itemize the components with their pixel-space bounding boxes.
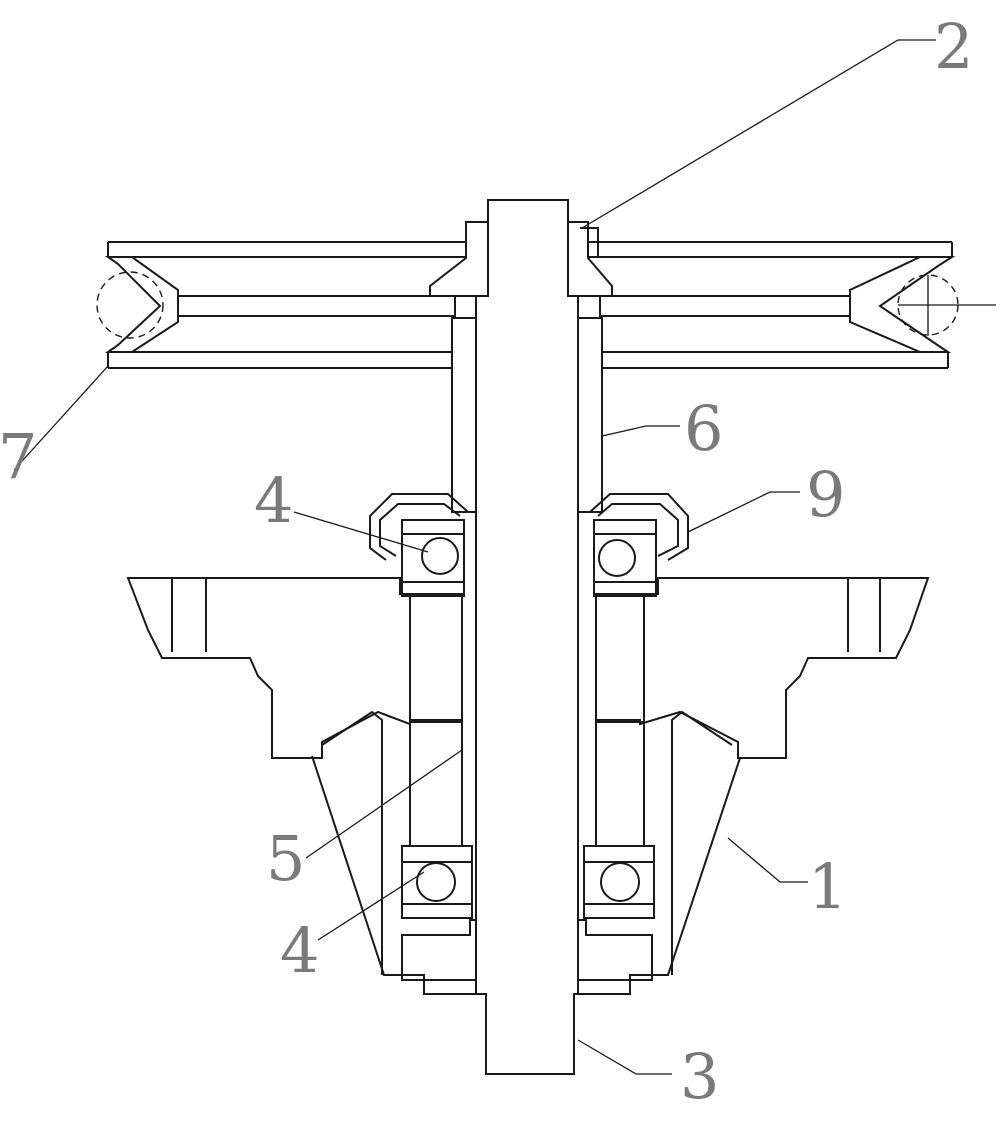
callout-6: 6 [684,392,723,465]
upper-bearing-left-lines [402,533,464,583]
bore-right [595,594,645,845]
leader-9 [687,491,800,533]
upper-bearings [401,519,657,597]
seal-cover-left [369,493,469,561]
callout-4-lower: 4 [280,914,319,987]
callout-7: 7 [0,420,37,493]
upper-bearing-right-ball [598,539,636,577]
leader-4-upper [293,511,429,553]
leader-4-lower [317,871,425,941]
pulley-groove-right [849,256,956,353]
lower-bearing-left-lines [402,861,472,905]
callout-9: 9 [806,458,845,531]
skirt-right-outer [650,757,741,976]
lower-bearings [401,845,655,919]
leader-3 [577,1039,672,1075]
skirt-left-outer [311,755,402,976]
pulley [96,206,959,369]
leader-lines [13,39,996,1075]
nut-2 [580,227,599,258]
leader-6 [601,425,680,437]
pulley-web-left [177,295,456,317]
lower-bearing-left-race [401,845,473,919]
pulley-web-right [599,295,851,317]
shaft [401,199,653,1075]
upper-bearing-left-ball [421,537,459,575]
leader-1 [727,837,808,883]
sleeve-left [451,317,477,513]
upper-bearing-left-race [401,519,465,597]
leader-2 [581,39,936,229]
upper-bearing-right-lines [594,533,656,583]
lower-bearing-right-ball [600,862,640,902]
callout-4-upper: 4 [254,464,293,537]
housing-body-right [595,577,930,759]
pulley-groove-left [104,256,179,353]
housing-bottom-right [567,919,653,981]
shaft-collar-left [401,974,477,995]
belt-centerline [898,275,958,336]
shaft-body [475,199,579,1075]
leader-5 [305,749,463,859]
sleeve-right [577,317,603,513]
skirt-left-inner [321,710,383,975]
seal-cover-right [589,493,689,561]
hub-left [429,221,489,297]
callout-labels: 2 7 6 4 9 5 1 4 3 [0,10,973,1113]
seal-cover-right-inner [597,503,679,557]
lower-bearing-left-ball [416,862,456,902]
callout-1: 1 [808,850,847,923]
skirt-right-inner [671,710,733,975]
shaft-collar-right [577,974,653,995]
housing [126,577,930,981]
lower-bearing-right-lines [584,861,654,905]
seal-cover-left-inner [379,503,461,557]
bore-left [409,594,463,845]
callout-5: 5 [266,822,305,895]
leader-7 [13,365,109,471]
callout-2: 2 [934,10,973,83]
bolt-hole-right [847,578,881,652]
housing-body-left [126,577,463,759]
belt-section-left [96,271,164,339]
seal-cover [369,493,689,561]
upper-bearing-right-race [593,519,657,597]
callout-3: 3 [680,1040,719,1113]
bolt-hole-left [171,578,207,652]
hub-right [567,221,613,297]
lower-bearing-right-race [583,845,655,919]
